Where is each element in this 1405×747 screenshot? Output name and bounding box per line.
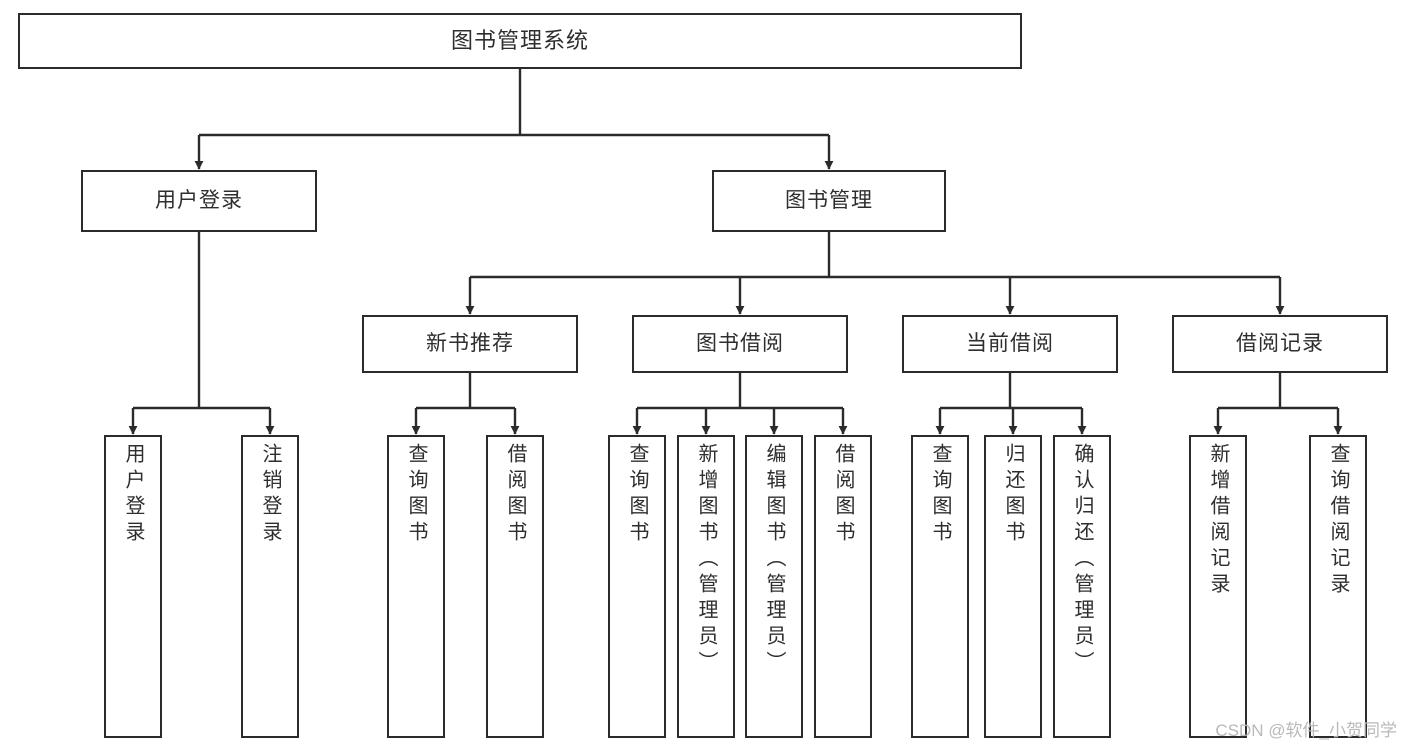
node-l2-records[interactable]: 借阅记录 <box>1172 315 1388 373</box>
node-label-l2-records: 借阅记录 <box>1236 331 1324 355</box>
node-l3-cur-confirm[interactable]: 确认归还（管理员） <box>1053 435 1111 738</box>
node-l2-current[interactable]: 当前借阅 <box>902 315 1118 373</box>
node-l2-new[interactable]: 新书推荐 <box>362 315 578 373</box>
node-label-l3-bor-lend: 借阅图书 <box>832 443 854 547</box>
node-l3-bor-add[interactable]: 新增图书（管理员） <box>677 435 735 738</box>
node-l2-borrow[interactable]: 图书借阅 <box>632 315 848 373</box>
node-root[interactable]: 图书管理系统 <box>18 13 1022 69</box>
node-label-l1-login: 用户登录 <box>155 188 243 212</box>
node-l3-user-login[interactable]: 用户登录 <box>104 435 162 738</box>
node-label-l3-rec-add: 新增借阅记录 <box>1207 443 1229 599</box>
node-label-l3-rec-query: 查询借阅记录 <box>1327 443 1349 599</box>
node-label-l3-cur-query: 查询图书 <box>929 443 951 547</box>
node-label-l3-cur-confirm: 确认归还（管理员） <box>1071 443 1093 677</box>
node-l3-bor-query[interactable]: 查询图书 <box>608 435 666 738</box>
node-label-l3-user-login: 用户登录 <box>122 443 144 547</box>
node-label-root: 图书管理系统 <box>450 28 589 54</box>
node-label-l3-cur-return: 归还图书 <box>1002 443 1024 547</box>
node-label-l3-user-logout: 注销登录 <box>259 443 281 547</box>
node-label-l3-bor-add: 新增图书（管理员） <box>695 443 717 677</box>
node-label-l2-current: 当前借阅 <box>966 331 1054 355</box>
node-label-l3-new-borrow: 借阅图书 <box>504 443 526 547</box>
node-l3-cur-query[interactable]: 查询图书 <box>911 435 969 738</box>
node-label-l3-bor-query: 查询图书 <box>626 443 648 547</box>
node-l3-bor-edit[interactable]: 编辑图书（管理员） <box>745 435 803 738</box>
node-l3-new-query[interactable]: 查询图书 <box>387 435 445 738</box>
node-label-l3-bor-edit: 编辑图书（管理员） <box>763 443 785 677</box>
node-l3-bor-lend[interactable]: 借阅图书 <box>814 435 872 738</box>
node-l3-rec-add[interactable]: 新增借阅记录 <box>1189 435 1247 738</box>
node-l3-new-borrow[interactable]: 借阅图书 <box>486 435 544 738</box>
node-label-l3-new-query: 查询图书 <box>405 443 427 547</box>
node-label-l2-borrow: 图书借阅 <box>696 331 784 355</box>
node-l3-user-logout[interactable]: 注销登录 <box>241 435 299 738</box>
node-label-l1-books: 图书管理 <box>785 188 873 212</box>
node-l1-login[interactable]: 用户登录 <box>81 170 317 232</box>
node-l3-rec-query[interactable]: 查询借阅记录 <box>1309 435 1367 738</box>
node-l1-books[interactable]: 图书管理 <box>712 170 946 232</box>
node-label-l2-new: 新书推荐 <box>426 331 514 355</box>
node-l3-cur-return[interactable]: 归还图书 <box>984 435 1042 738</box>
